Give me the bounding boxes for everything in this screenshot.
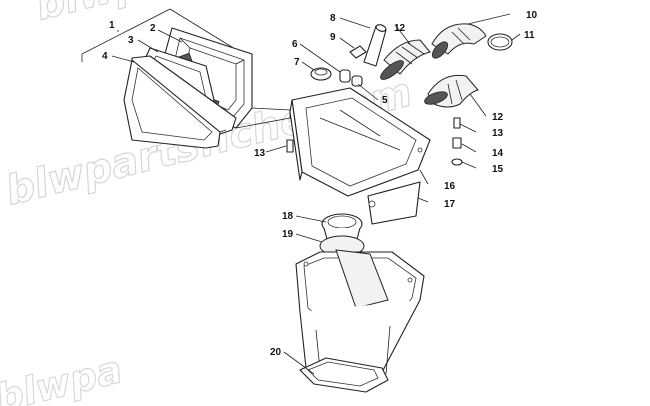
callout-12-upper: 12 — [394, 23, 406, 34]
intake-boot-lower — [424, 74, 479, 108]
gasket — [299, 357, 389, 393]
callout-20: 20 — [270, 347, 282, 358]
callout-18: 18 — [282, 211, 294, 222]
callout-10: 10 — [526, 10, 538, 21]
callout-13-right: 13 — [492, 128, 504, 139]
callout-11: 11 — [524, 30, 535, 41]
callout-16: 16 — [444, 181, 456, 192]
callout-1: 1 — [109, 20, 115, 31]
leader-lines — [111, 13, 521, 375]
callout-2: 2 — [150, 23, 156, 34]
callout-15: 15 — [492, 164, 504, 175]
intake-horn — [319, 213, 365, 257]
hardware-right — [451, 117, 463, 166]
callout-9: 9 — [330, 32, 336, 43]
breather-tube — [349, 24, 387, 67]
lower-housing — [295, 249, 425, 378]
callout-17: 17 — [444, 199, 456, 210]
watermark-text-bottom: blwpa — [0, 347, 127, 406]
callout-5: 5 — [382, 95, 388, 106]
callout-13-left: 13 — [254, 148, 266, 159]
callout-4: 4 — [102, 51, 108, 62]
intake-boot-tip — [431, 23, 487, 59]
callout-8: 8 — [330, 13, 336, 24]
callout-3: 3 — [128, 35, 134, 46]
callout-6: 6 — [292, 39, 298, 50]
callouts: 1 2 3 4 5 6 7 8 9 10 11 12 12 13 13 14 1… — [102, 10, 538, 358]
housing-lid — [289, 87, 431, 225]
callout-1-bracket — [81, 8, 241, 62]
callout-19: 19 — [282, 229, 294, 240]
callout-7: 7 — [294, 57, 300, 68]
filter-element — [123, 55, 237, 149]
fittings — [339, 69, 363, 87]
intake-boot-upper — [380, 39, 431, 80]
callout-14: 14 — [492, 148, 504, 159]
hardware-left — [286, 139, 294, 153]
grommet — [310, 67, 332, 81]
callout-12-lower: 12 — [492, 112, 504, 123]
clamp — [487, 33, 513, 51]
watermark-text-top: blwpartsfiche.com — [31, 0, 446, 30]
